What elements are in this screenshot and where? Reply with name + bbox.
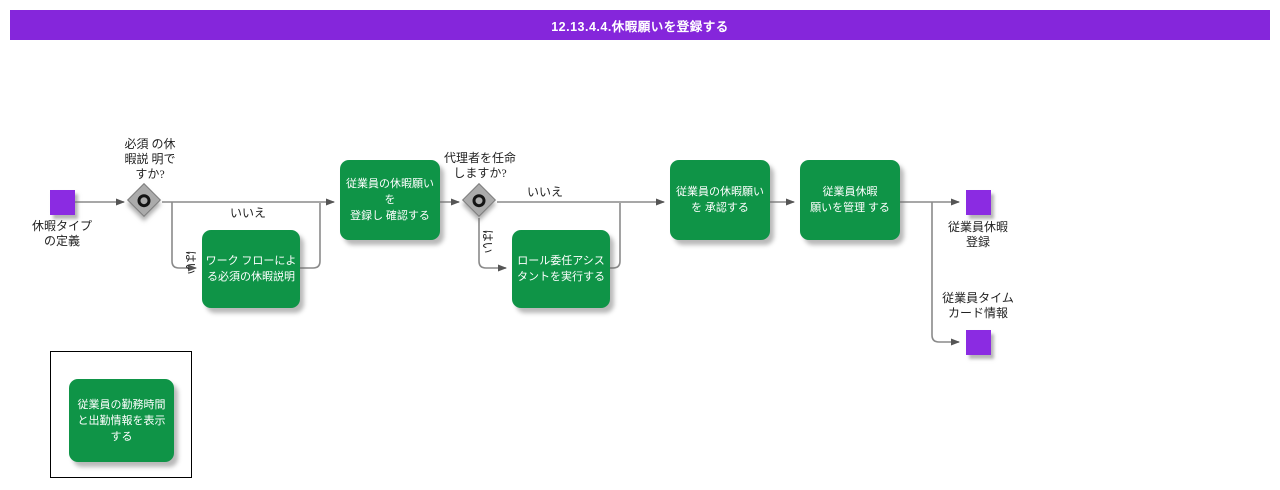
diagram-title-bar: 12.13.4.4.休暇願いを登録する <box>10 10 1270 40</box>
edge-role-join <box>610 203 621 269</box>
end-event-leave-registration-label: 従業員休暇 登録 <box>947 220 1008 249</box>
gateway1-question-label: 必須 の休 暇説 明で すか? <box>124 137 176 181</box>
task-approve-leave-request[interactable]: 従業員の休暇願い を 承認する <box>670 160 770 240</box>
end-event-leave-registration[interactable] <box>966 190 991 215</box>
task-manage-leave-request[interactable]: 従業員休暇 願いを管理 する <box>800 160 900 240</box>
gateway2-yes-edge-label: はい <box>480 229 495 254</box>
start-event-leave-type[interactable] <box>50 190 75 215</box>
end-event-timecard-label: 従業員タイム カード情報 <box>942 291 1014 320</box>
end-event-timecard-info[interactable] <box>966 330 991 355</box>
gateway1-yes-edge-label: はい <box>183 250 198 275</box>
gateway2-inclusive-gateway[interactable] <box>462 183 496 217</box>
task-register-confirm-leave-request[interactable]: 従業員の休暇願いを 登録し 確認する <box>340 160 440 240</box>
start-event-label: 休暇タイプ の定義 <box>31 219 92 248</box>
subprocess-frame: 従業員の勤務時間 と出勤情報を表示 する <box>50 351 192 478</box>
task-display-work-hours-attendance[interactable]: 従業員の勤務時間 と出勤情報を表示 する <box>69 379 174 462</box>
gateway2-question-label: 代理者を任命 しますか? <box>443 151 516 180</box>
inclusive-gateway-circle-icon <box>469 190 489 210</box>
gateway1-no-edge-label: いいえ <box>229 206 266 220</box>
gateway2-no-edge-label: いいえ <box>526 185 563 199</box>
gateway1-inclusive-gateway[interactable] <box>127 183 161 217</box>
edge-workflow-join <box>300 203 321 269</box>
task-run-role-delegation-assistant[interactable]: ロール委任アシス タントを実行する <box>512 230 610 308</box>
diagram-title: 12.13.4.4.休暇願いを登録する <box>551 19 729 34</box>
inclusive-gateway-circle-icon <box>134 190 154 210</box>
task-workflow-required-leave-explanation[interactable]: ワーク フローによ る必須の休暇説明 <box>202 230 300 308</box>
